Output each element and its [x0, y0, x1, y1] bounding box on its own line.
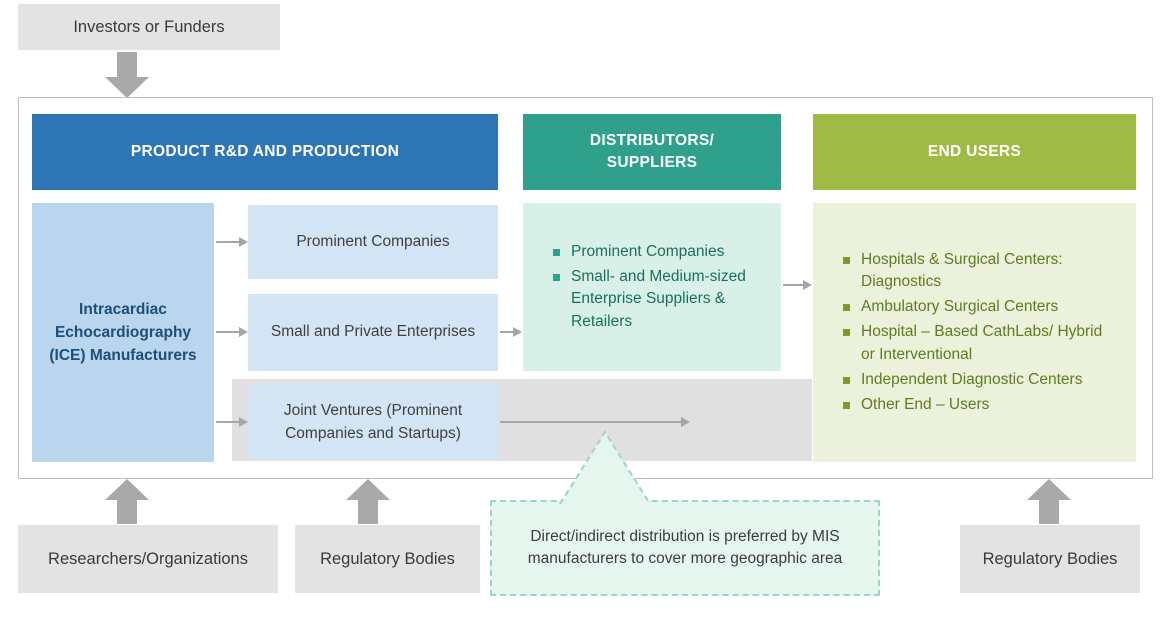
- header-product-rd: PRODUCT R&D AND PRODUCTION: [32, 114, 498, 190]
- regulatory-left-label: Regulatory Bodies: [320, 549, 455, 568]
- distributors-item: Prominent Companies: [553, 241, 765, 263]
- arrow-up-regulatory-right-icon: [1027, 479, 1071, 524]
- arrow-up-regulatory-left-icon: [346, 479, 390, 524]
- distribution-callout: Direct/indirect distribution is preferre…: [490, 500, 880, 596]
- end-user-item: Hospital – Based CathLabs/ Hybrid or Int…: [843, 321, 1120, 366]
- arrow-shaft: [117, 52, 137, 77]
- arrow-head: [1027, 479, 1071, 500]
- end-users-box: Hospitals & Surgical Centers: Diagnostic…: [813, 203, 1136, 462]
- flow-arrow-to-prominent-icon: [216, 237, 248, 247]
- end-user-item: Hospitals & Surgical Centers: Diagnostic…: [843, 249, 1120, 294]
- distributors-list: Prominent Companies Small- and Medium-si…: [553, 238, 765, 335]
- flow-arrow-to-small-private-icon: [216, 327, 248, 337]
- end-user-item: Independent Diagnostic Centers: [843, 369, 1120, 391]
- arrow-shaft: [358, 500, 378, 524]
- header-end-users: END USERS: [813, 114, 1136, 190]
- arrow-down-investors-icon: [105, 52, 149, 98]
- callout-text: Direct/indirect distribution is preferre…: [527, 527, 843, 567]
- header-distributors: DISTRIBUTORS/ SUPPLIERS: [523, 114, 781, 190]
- flow-arrow-joint-ventures-band-icon: [500, 417, 690, 427]
- investors-box: Investors or Funders: [18, 4, 280, 50]
- flow-arrow-to-distributors-icon: [500, 327, 522, 337]
- arrow-head: [105, 77, 149, 98]
- sub-box-small-private-enterprises: Small and Private Enterprises: [248, 294, 498, 371]
- regulatory-bodies-right-box: Regulatory Bodies: [960, 525, 1140, 593]
- researchers-label: Researchers/Organizations: [48, 549, 248, 568]
- flow-arrow-to-joint-ventures-icon: [216, 417, 248, 427]
- end-user-item: Ambulatory Surgical Centers: [843, 296, 1120, 318]
- arrow-shaft: [1039, 500, 1059, 524]
- flow-arrow-to-end-users-icon: [783, 280, 812, 290]
- arrow-head: [105, 479, 149, 500]
- sub-box-prominent-companies: Prominent Companies: [248, 205, 498, 279]
- distributors-item: Small- and Medium-sized Enterprise Suppl…: [553, 266, 765, 333]
- end-users-list: Hospitals & Surgical Centers: Diagnostic…: [843, 246, 1120, 418]
- arrow-head: [346, 479, 390, 500]
- manufacturers-box: Intracardiac Echocardiography (ICE) Manu…: [32, 203, 214, 462]
- researchers-box: Researchers/Organizations: [18, 525, 278, 593]
- arrow-up-researchers-icon: [105, 479, 149, 524]
- regulatory-right-label: Regulatory Bodies: [982, 549, 1118, 568]
- sub-box-joint-ventures: Joint Ventures (Prominent Companies and …: [248, 385, 498, 460]
- regulatory-bodies-left-box: Regulatory Bodies: [295, 525, 480, 593]
- end-user-item: Other End – Users: [843, 394, 1120, 416]
- investors-label: Investors or Funders: [73, 17, 225, 36]
- distributors-box: Prominent Companies Small- and Medium-si…: [523, 203, 781, 371]
- callout-pointer-icon: [559, 430, 651, 504]
- arrow-shaft: [117, 500, 137, 524]
